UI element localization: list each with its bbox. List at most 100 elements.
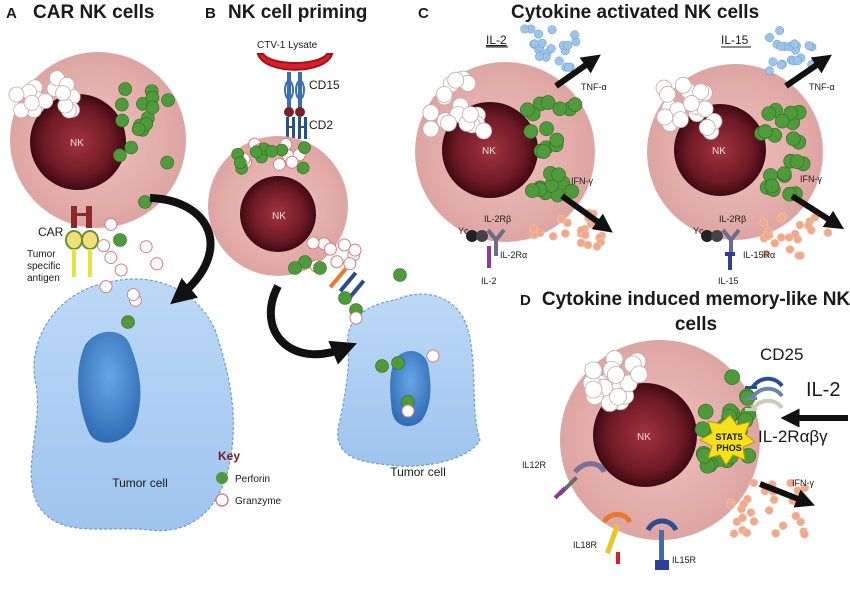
nk-nucleus-b: [240, 176, 316, 252]
tnf-particle: [793, 56, 803, 66]
granzyme-granule: [337, 238, 351, 252]
granzyme-swatch: [215, 493, 229, 507]
ifn-label-c-right: IFN-γ: [800, 174, 822, 184]
c-left-cytokine: IL-2: [486, 33, 507, 47]
ifn-particle: [796, 251, 805, 260]
ifn-particle: [764, 506, 774, 515]
granzyme-granule: [114, 263, 128, 277]
tnf-particle: [764, 66, 774, 76]
perforin-granule: [313, 261, 327, 275]
panel-b: B NK cell priming CTV-1 Lysate CD15 CD2 …: [205, 2, 481, 479]
granzyme-granule: [323, 242, 337, 256]
tnf-particle: [768, 57, 778, 67]
ifn-particle: [739, 499, 748, 509]
synapse-receptor-b: [328, 267, 366, 301]
tumor-nucleus-a: [78, 331, 141, 443]
ifn-particle: [583, 240, 593, 250]
perforin-granule: [789, 154, 805, 170]
perforin-granule: [567, 97, 583, 112]
granzyme-granule: [349, 311, 363, 325]
ifn-arrow-c-left: [560, 193, 613, 233]
granzyme-granule: [440, 114, 457, 132]
perforin-granule: [539, 121, 554, 136]
granzyme-granule: [672, 111, 689, 129]
ifn-particle: [778, 521, 788, 530]
receptor-label-d: IL-2Rαβγ: [758, 427, 828, 446]
il2-receptor-c-left: [466, 228, 506, 268]
nk-label-c-right: NK: [712, 146, 726, 157]
tnf-particle: [765, 33, 774, 43]
perforin-granule: [145, 100, 160, 115]
perforin-granule: [118, 82, 132, 96]
nk-label-c-left: NK: [482, 146, 496, 157]
panel-d: D Cytokine induced memory-like NK cells …: [520, 289, 850, 570]
nk-label-a: NK: [70, 138, 84, 149]
tnf-arrow-c-left: [554, 54, 601, 89]
c-right-cytokine: IL-15: [721, 33, 749, 47]
ifn-particle: [776, 213, 786, 223]
ifn-particle: [791, 511, 801, 521]
beta-label-c-right: IL-2Rβ: [719, 214, 746, 224]
lysate-shape: [256, 53, 334, 71]
granzyme-cluster-a: [8, 70, 81, 119]
alpha-label-c-left: IL-2Rα: [500, 250, 527, 260]
granzyme-granule: [630, 365, 649, 384]
ifn-particle: [592, 242, 602, 251]
tnf-particle: [530, 39, 540, 49]
ifn-release-c-right: [759, 212, 833, 260]
il15-receptor-c-right: [701, 228, 741, 270]
ifn-particle: [529, 224, 538, 233]
stat5-badge: STAT5 PHOS: [698, 414, 756, 466]
ifn-particle: [761, 249, 771, 259]
perforin-granule: [697, 403, 714, 420]
nk-nucleus-c-right: [674, 104, 766, 196]
ifn-particle: [560, 229, 570, 238]
key-title: Key: [218, 449, 240, 463]
perforin-granule: [375, 359, 389, 373]
tnf-release-c-left: [520, 24, 581, 72]
tnf-particle: [804, 41, 814, 51]
tnf-particle: [776, 60, 786, 70]
ifn-particle: [807, 225, 816, 235]
granzyme-granule: [422, 120, 440, 138]
ifn-particle: [776, 233, 786, 242]
nk-label-b: NK: [272, 211, 286, 222]
il12r-receptor: [553, 461, 607, 500]
car-receptor: [65, 206, 99, 277]
granzyme-granule: [584, 380, 603, 399]
granzyme-granule: [306, 236, 320, 250]
il18r-label: IL18R: [573, 540, 598, 550]
tnf-release-c-right: [764, 26, 817, 76]
perforin-granule: [785, 131, 801, 147]
granzyme-granule: [97, 239, 111, 253]
granzyme-granule: [126, 288, 140, 302]
perforin-granule: [523, 124, 539, 139]
car-label: CAR: [38, 225, 64, 239]
perforin-granule: [564, 184, 580, 199]
perforin-granule: [757, 124, 773, 139]
il2-label-d: IL-2: [806, 379, 840, 401]
tnf-label-c-left: TNF-α: [581, 82, 607, 92]
perforin-granule: [552, 101, 568, 117]
tnf-particle: [554, 56, 564, 66]
granzyme-granule: [475, 122, 493, 140]
granzyme-granule: [401, 404, 415, 418]
gamma-c-label-c-right: Yᴄ: [693, 226, 704, 236]
ifn-particle: [785, 245, 795, 254]
perforin-granule: [265, 144, 279, 158]
tnf-particle: [520, 24, 530, 34]
granzyme-granule: [682, 95, 700, 112]
panel-d-title-2: cells: [675, 314, 717, 335]
ifn-particle: [548, 232, 558, 241]
perforin-cluster-c-right: [754, 102, 811, 202]
tumor-label-a: Tumor cell: [112, 476, 168, 490]
antigen-label-1: Tumor: [27, 249, 56, 260]
granzyme-granule: [674, 76, 692, 94]
granzyme-granule: [104, 251, 118, 265]
perforin-granule: [694, 421, 711, 438]
cd25-receptor: [745, 376, 784, 412]
il15r-label: IL15R: [672, 555, 697, 565]
il12r-label: IL12R: [522, 460, 547, 470]
ifn-particle: [535, 228, 545, 238]
